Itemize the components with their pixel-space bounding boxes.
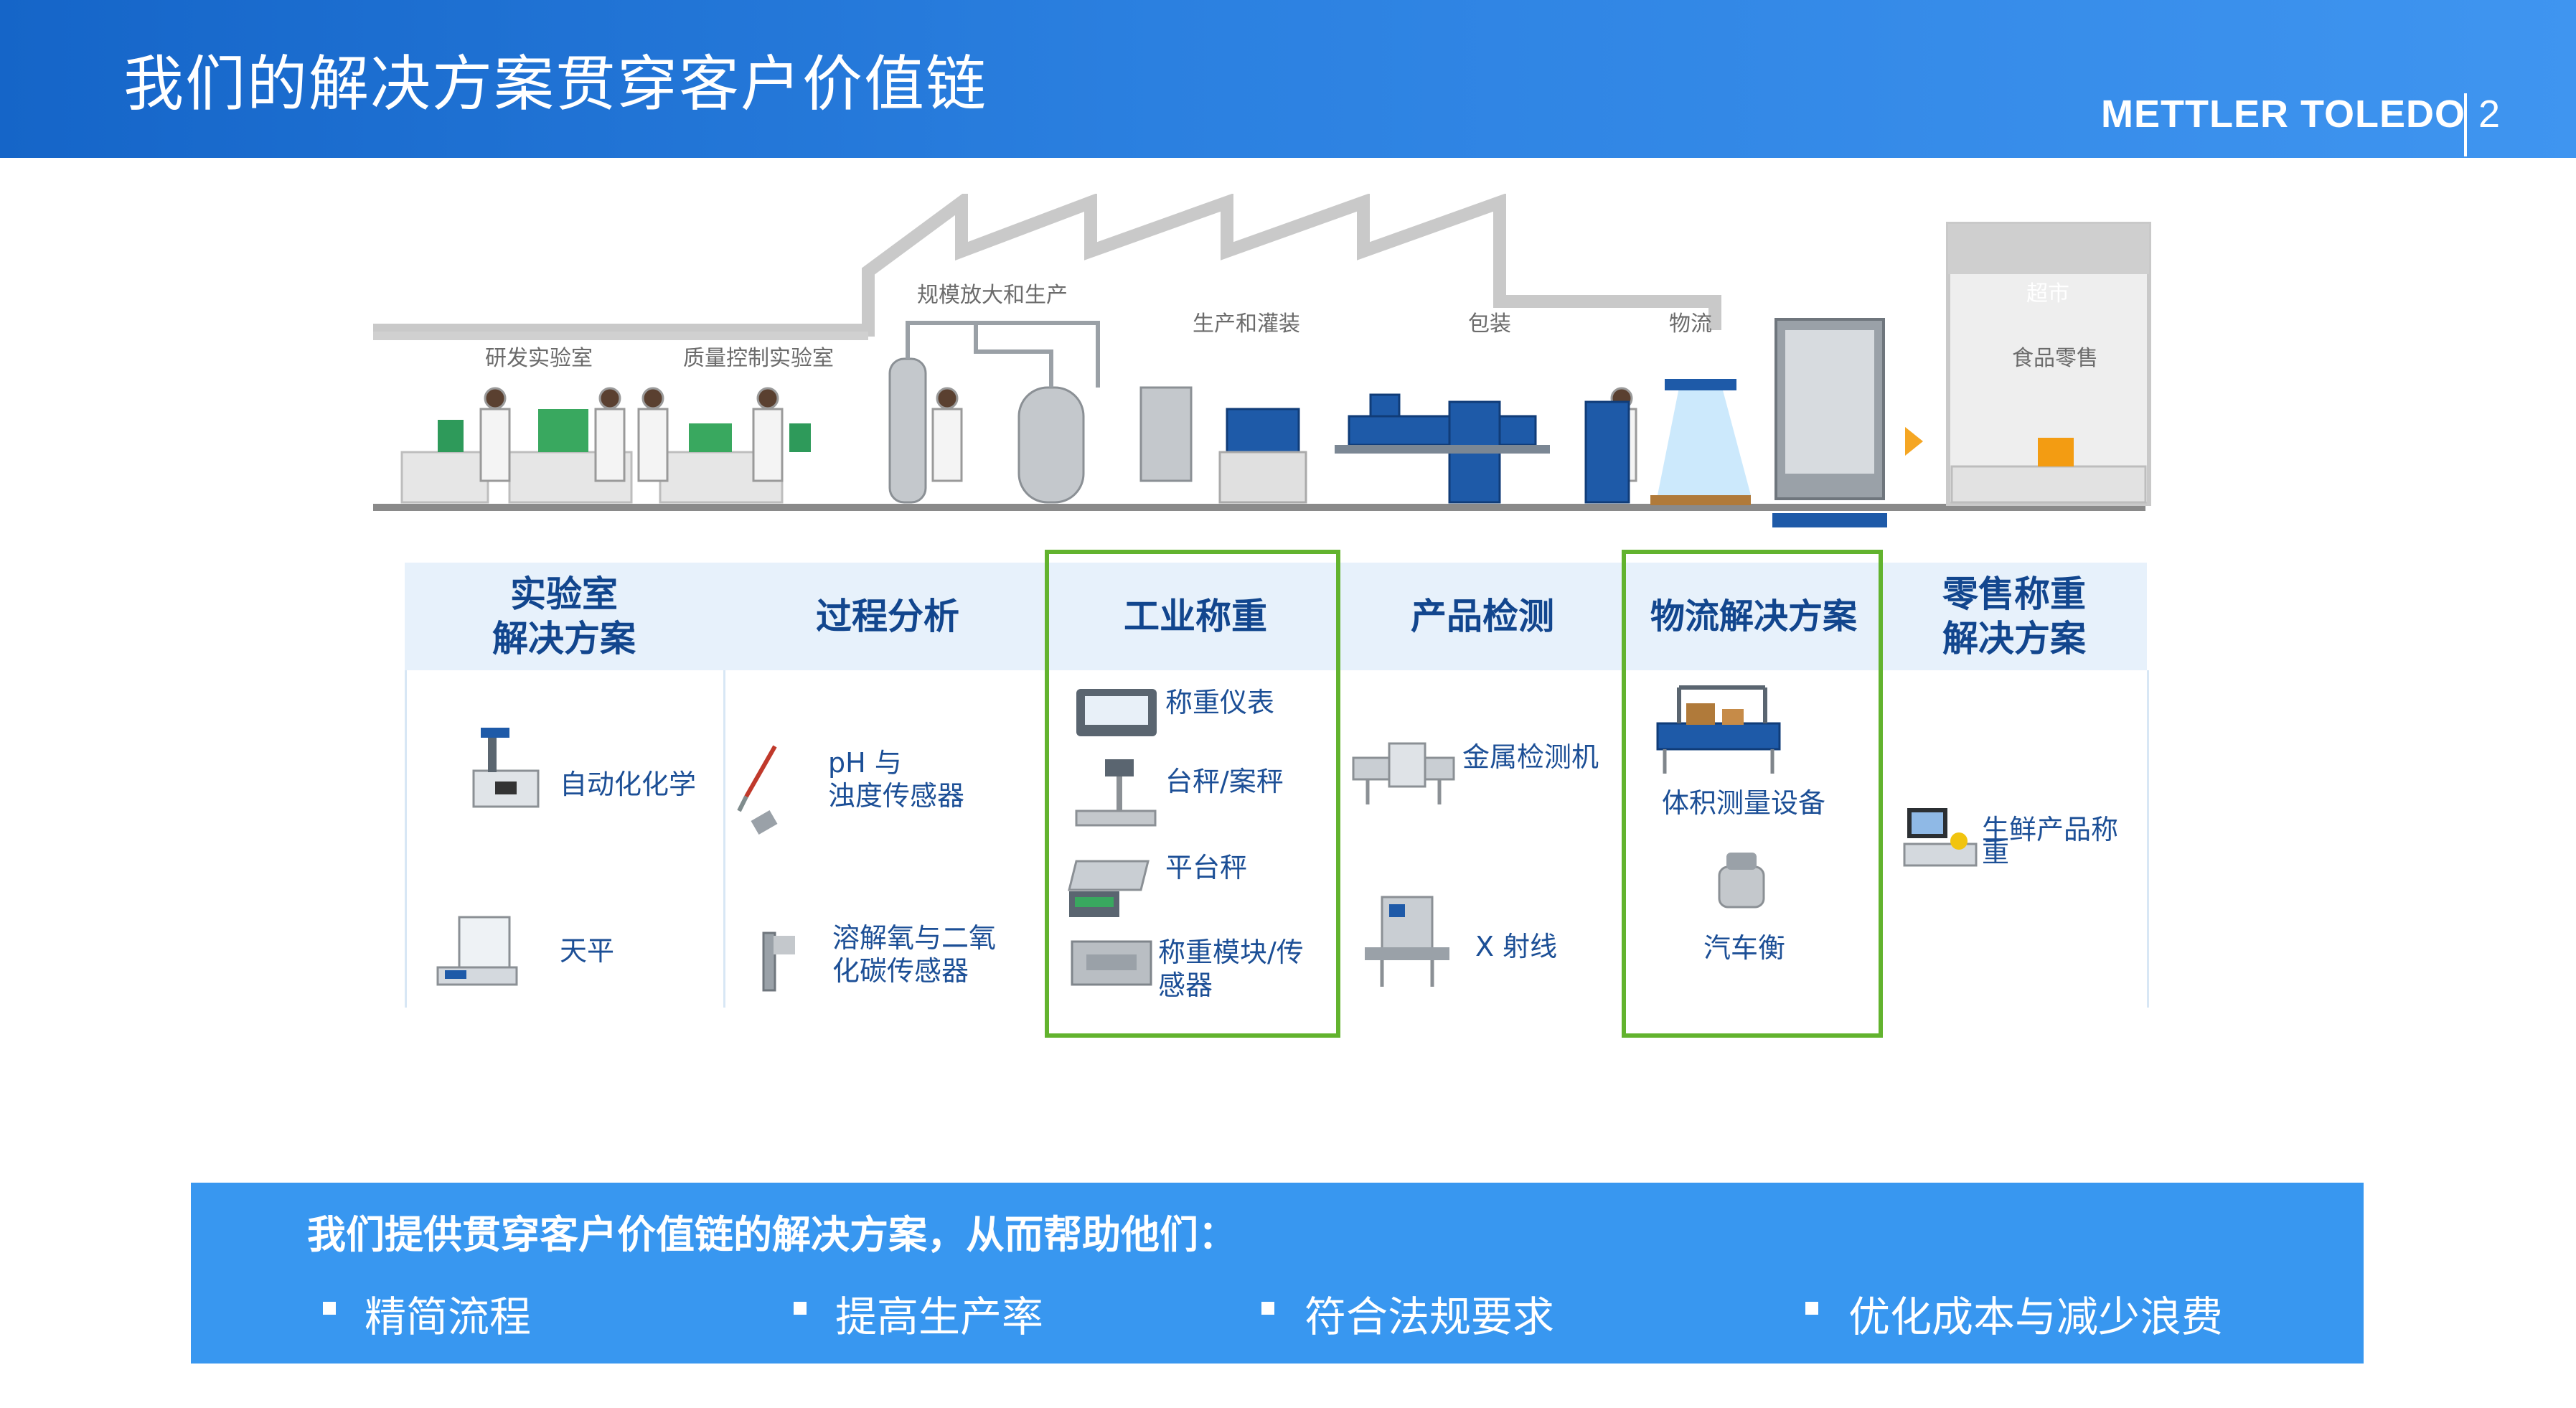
benefits-banner [191,1183,2364,1364]
stage-label-supermarket: 超市 [2026,281,2069,306]
benefit-compliance: 符合法规要求 [1305,1292,1555,1341]
column-head-process: 过程分析 [723,563,1052,670]
bullet-marker [1805,1302,1818,1315]
column-divider [723,670,725,1008]
page-title: 我们的解决方案贯穿客户价值链 [123,49,988,119]
item-weighing-terminal: 称重仪表 [1165,687,1275,718]
item-fresh-food-scale: 生鲜产品称 重 [1982,814,2119,868]
bench-scale-icon [1075,759,1157,827]
header-bar [0,0,2576,158]
stage-label-filling: 生产和灌装 [1193,311,1300,337]
balance-icon [436,916,518,986]
weighing-terminal-icon [1076,689,1157,736]
item-truck-scale: 汽车衡 [1703,932,1786,964]
highlight-box-logistics [1622,550,1883,1038]
column-head-lab: 实验室 解决方案 [405,563,723,670]
stage-label-packaging: 包装 [1468,311,1511,337]
stage-label-food-retail: 食品零售 [2012,346,2098,371]
highlight-box-industrial [1045,550,1340,1038]
logo-divider [2464,93,2467,156]
automation-chemistry-icon [472,728,540,808]
column-head-inspection: 产品检测 [1339,563,1626,670]
lab-wall [373,332,868,340]
scanner-light [1658,388,1751,495]
xray-icon [1365,896,1449,987]
stage-label-scale-up: 规模放大和生产 [917,283,1068,308]
benefit-productivity: 提高生产率 [835,1292,1044,1341]
item-bench-scale: 台秤/案秤 [1165,766,1284,797]
arrow-to-retail [1905,427,1923,456]
item-balance: 天平 [560,935,615,967]
column-head-industrial: 工业称重 [1052,563,1339,670]
bullet-marker [1261,1302,1274,1315]
item-xray: X 射线 [1475,931,1558,962]
item-dissolved-oxygen-sensor: 溶解氧与二氧 化碳传感器 [832,922,997,987]
bullet-marker [794,1302,807,1315]
column-divider [2147,670,2149,1008]
page-number: 2 [2478,93,2501,136]
item-metal-detector: 金属检测机 [1462,741,1599,773]
oxygen-sensor-icon [762,931,795,992]
stage-label-rd-lab: 研发实验室 [485,346,593,371]
metal-detector-icon [1352,742,1455,804]
ph-sensor-icon [737,745,778,835]
company-logo: METTLER TOLEDO [2101,93,2465,136]
item-ph-sensor: pH 与 浊度传感器 [828,747,965,812]
bullet-marker [323,1302,336,1315]
load-cell-icon [1071,940,1152,986]
benefits-title: 我们提供贯穿客户价值链的解决方案，从而帮助他们： [307,1212,1237,1257]
item-floor-scale: 平台秤 [1165,852,1248,883]
floor-line [373,504,2145,511]
column-head-retail: 零售称重 解决方案 [1881,563,2147,670]
floor-scale-icon [1068,860,1150,917]
column-divider [405,670,407,1008]
dimensioner-icon [1656,685,1781,774]
item-load-cell: 称重模块/传 感器 [1158,937,1304,1001]
retail-scale-icon [1903,808,1978,867]
column-head-logistics: 物流解决方案 [1626,563,1881,670]
value-chain-illustration [373,194,2151,527]
benefit-cost-waste: 优化成本与减少浪费 [1848,1292,2224,1341]
item-automation-chemistry: 自动化化学 [560,769,697,800]
factory-roof-outline [373,194,1721,337]
stage-label-qc-lab: 质量控制实验室 [683,346,834,371]
benefit-streamline: 精简流程 [365,1292,532,1341]
truck-scale-icon [1718,853,1765,909]
stage-label-logistics: 物流 [1669,311,1712,337]
item-dimensioner: 体积测量设备 [1662,787,1826,819]
